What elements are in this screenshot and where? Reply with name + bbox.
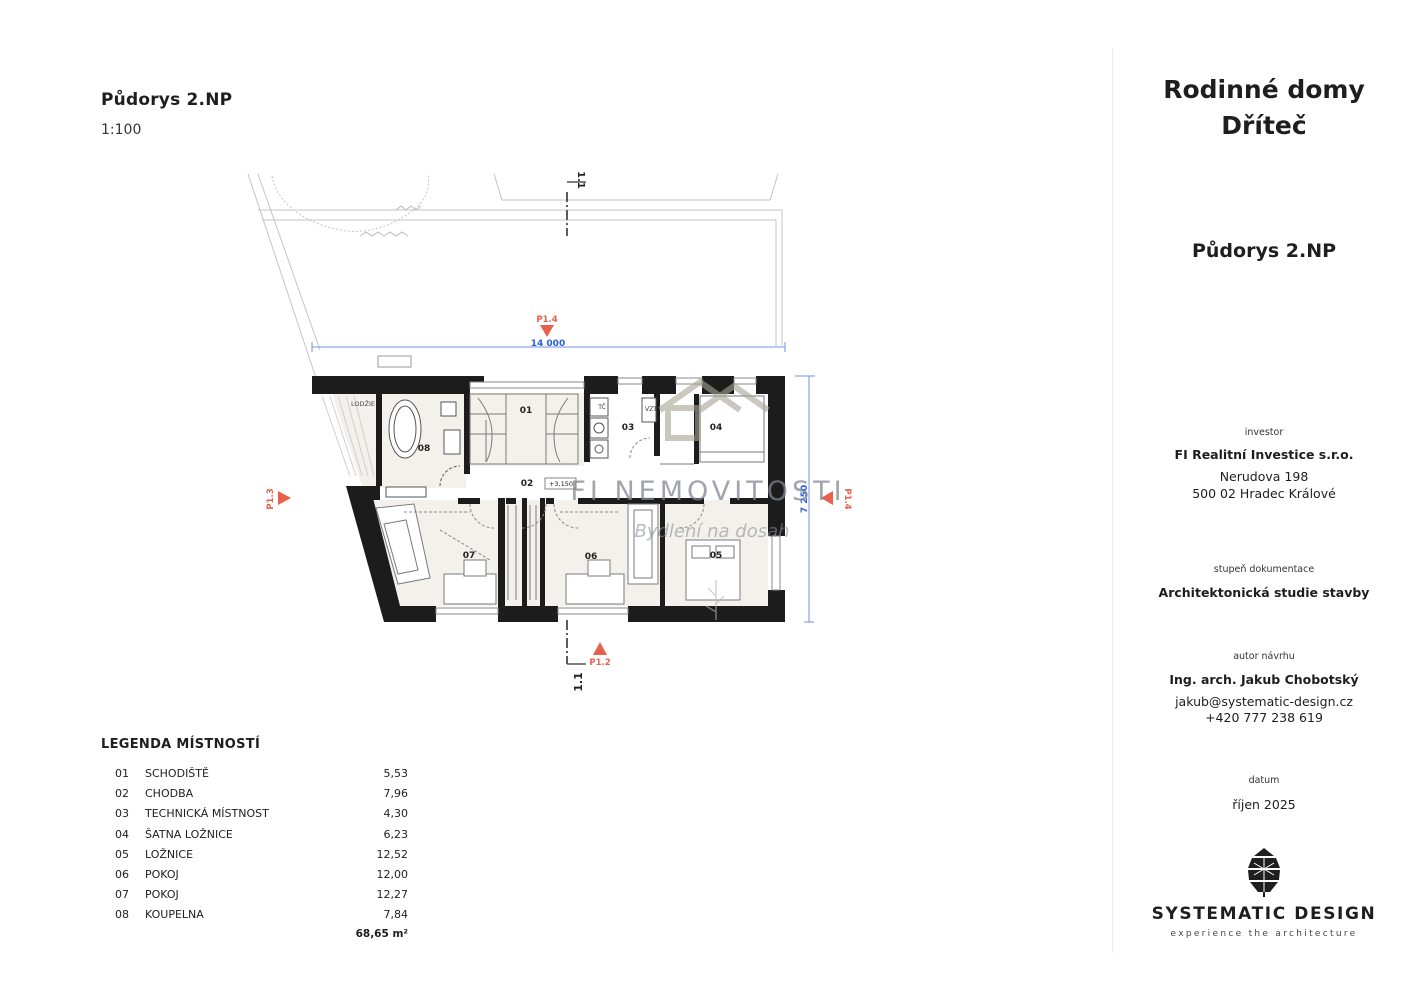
section-label-top: 1.1 — [575, 171, 586, 189]
legend-row-area: 6,23 — [383, 827, 409, 841]
date-label: datum — [1248, 775, 1280, 786]
legend-row-area: 12,00 — [376, 867, 409, 881]
legend-row-num: 04 — [115, 827, 129, 841]
tc-label: TČ — [597, 404, 606, 411]
room-legend: 01 SCHODIŠTĚ 5,53 02 CHODBA 7,96 03 TECHNICKÁ… — [101, 764, 421, 940]
dimension-lines — [311, 342, 815, 623]
date-value: říjen 2025 — [1232, 797, 1296, 812]
author-email: jakub@systematic-design.cz — [1175, 694, 1353, 709]
floor-plan: 14 000 7 250 1.1 1.1 P1.4 P1.2 P1.3 P1.4 — [247, 171, 852, 692]
legend-row-name: TECHNICKÁ MÍSTNOST — [145, 807, 269, 821]
legend-total-area: 68,65 m² — [355, 928, 408, 940]
legend-row-name: CHODBA — [145, 787, 194, 801]
legend-row-name: POKOJ — [145, 867, 179, 881]
legend-row: 08 KOUPELNA 7,84 — [101, 905, 421, 925]
loggia-label: LODŽIE — [351, 399, 375, 408]
legend-row: 04 ŠATNA LOŽNICE 6,23 — [101, 825, 421, 845]
legend-row-name: SCHODIŠTĚ — [145, 767, 209, 780]
legend-row: 01 SCHODIŠTĚ 5,53 — [101, 764, 421, 784]
windows — [435, 377, 781, 615]
vzt-label: VZT — [645, 406, 657, 413]
title-block-separator — [1112, 48, 1113, 953]
legend-row-area: 7,96 — [383, 787, 409, 801]
project-name-line1: Rodinné domy — [1163, 75, 1365, 104]
site-hedge — [359, 205, 422, 237]
staircase — [469, 393, 579, 600]
legend-row-name: POKOJ — [145, 888, 179, 902]
section-marker-p12: P1.2 — [589, 658, 610, 668]
section-marker-p13: P1.3 — [266, 488, 276, 509]
furniture — [375, 503, 741, 605]
bathroom-fixtures — [385, 399, 461, 498]
legend-row: 07 POKOJ 12,27 — [101, 885, 421, 905]
legend-row-area: 12,52 — [376, 847, 409, 861]
section-markers — [278, 325, 833, 655]
section-marker-p14: P1.4 — [536, 315, 557, 325]
legend-row-name: KOUPELNA — [145, 908, 204, 922]
legend-row-area: 5,53 — [383, 767, 409, 780]
legend-row: 06 POKOJ 12,00 — [101, 865, 421, 885]
company-tagline: experience the architecture — [1170, 929, 1358, 939]
level-mark: +3,150 — [549, 480, 573, 488]
author-label: autor návrhu — [1233, 651, 1295, 662]
legend-row-num: 06 — [115, 867, 129, 881]
drawing-title: Půdorys 2.NP — [101, 90, 233, 110]
legend-title: LEGENDA MÍSTNOSTÍ — [101, 737, 261, 752]
author-name: Ing. arch. Jakub Chobotský — [1169, 672, 1359, 687]
stage-label: stupeň dokumentace — [1213, 564, 1315, 575]
watermark-tree-icon — [705, 580, 725, 620]
legend-row-num: 07 — [115, 888, 129, 902]
dimension-depth: 7 250 — [800, 485, 810, 513]
room-label-02: 02 — [521, 479, 534, 489]
pinecone-logo-icon — [1248, 848, 1280, 897]
room-label-08: 08 — [418, 444, 431, 454]
loggia-boards — [321, 395, 375, 477]
legend-row-area: 12,27 — [376, 888, 409, 902]
section-marker-p15: P1.4 — [842, 488, 852, 509]
legend-row-area: 4,30 — [383, 807, 409, 821]
walls — [312, 376, 785, 622]
technical-equipment — [589, 397, 657, 459]
room-label-03: 03 — [622, 423, 635, 433]
legend-row-num: 05 — [115, 847, 129, 861]
legend-row-num: 01 — [115, 767, 129, 780]
legend-row-name: LOŽNICE — [145, 847, 194, 861]
legend-row: 02 CHODBA 7,96 — [101, 784, 421, 804]
project-name-line2: Dříteč — [1221, 111, 1307, 140]
legend-row-num: 03 — [115, 807, 129, 821]
investor-name: FI Realitní Investice s.r.o. — [1174, 447, 1354, 462]
investor-label: investor — [1244, 427, 1284, 438]
stage-value: Architektonická studie stavby — [1158, 585, 1370, 600]
legend-row: 03 TECHNICKÁ MÍSTNOST 4,30 — [101, 804, 421, 824]
room-label-06: 06 — [585, 552, 598, 562]
legend-row-name: ŠATNA LOŽNICE — [145, 827, 233, 841]
roof-skylight — [377, 355, 412, 368]
investor-city: 500 02 Hradec Králové — [1192, 486, 1336, 501]
investor-street: Nerudova 198 — [1219, 469, 1309, 484]
level-mark-box — [544, 477, 577, 490]
legend-row-area: 7,84 — [383, 908, 409, 922]
watermark-main: FI NEMOVITOSTI — [570, 476, 845, 507]
drawing-scale: 1:100 — [101, 122, 142, 138]
dimension-width: 14 000 — [531, 339, 565, 349]
room-label-07: 07 — [463, 551, 476, 561]
company-name: SYSTEMATIC DESIGN — [1151, 904, 1377, 924]
author-phone: +420 777 238 619 — [1205, 710, 1323, 725]
room-label-05: 05 — [710, 551, 723, 561]
legend-row-num: 02 — [115, 787, 129, 801]
legend-row: 05 LOŽNICE 12,52 — [101, 845, 421, 865]
legend-row-num: 08 — [115, 908, 129, 922]
room-label-01: 01 — [520, 406, 533, 416]
section-arrows — [567, 181, 586, 665]
watermark-house-icon — [658, 378, 770, 441]
site-context — [247, 173, 783, 379]
room-label-04: 04 — [710, 423, 723, 433]
section-label-bottom: 1.1 — [572, 672, 585, 692]
project-name: Rodinné domy Dříteč — [1118, 72, 1410, 144]
watermark-sub: Bydlení na dosah — [634, 521, 789, 542]
door-swings — [404, 437, 705, 561]
drawing-name: Půdorys 2.NP — [1191, 240, 1337, 262]
